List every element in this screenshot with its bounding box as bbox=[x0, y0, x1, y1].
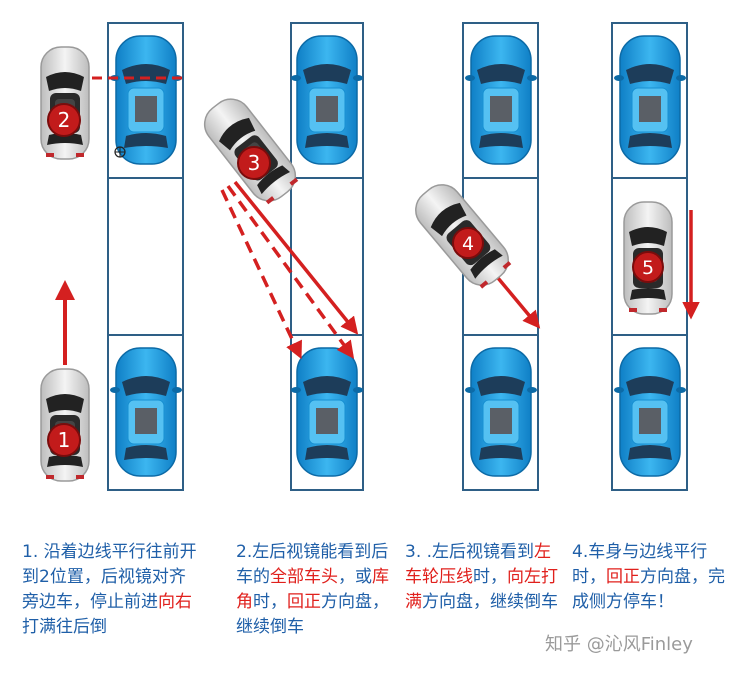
caption-highlight: 库角 bbox=[236, 567, 389, 612]
caption-highlight: 回正 bbox=[606, 567, 640, 587]
caption-step-4: 4.车身与边线平行时，回正方向盘，完成侧方停车！ bbox=[572, 540, 732, 615]
reverse-path-arrow bbox=[233, 180, 359, 335]
caption-text: 2.左后视镜能看到后车的 bbox=[236, 542, 389, 587]
marker-number: 1 bbox=[58, 428, 71, 452]
parked-car-front bbox=[464, 35, 538, 165]
step-marker-5: 5 bbox=[632, 251, 664, 283]
parking-column-1 bbox=[107, 22, 184, 491]
caption-text: 3. .左后视镜看到 bbox=[405, 542, 535, 562]
parked-car-rear bbox=[613, 347, 687, 477]
marker-number: 4 bbox=[462, 233, 474, 255]
sight-line-dashed bbox=[226, 184, 355, 359]
parked-car-rear bbox=[290, 347, 364, 477]
caption-highlight: 回正 bbox=[287, 592, 321, 612]
caption-step-2: 2.左后视镜能看到后车的全部车头，或库角时，回正方向盘，继续倒车 bbox=[236, 540, 396, 640]
parking-column-2 bbox=[290, 22, 364, 491]
marker-number: 2 bbox=[58, 108, 71, 132]
marker-number: 3 bbox=[248, 151, 261, 175]
caption-step-3: 3. .左后视镜看到左车轮压线时，向左打满方向盘，继续倒车 bbox=[405, 540, 565, 615]
caption-text: 打满往后倒 bbox=[22, 617, 107, 637]
parked-car-rear bbox=[109, 347, 183, 477]
caption-text: 4.车身与边线平行时， bbox=[572, 542, 708, 587]
caption-text: 方向盘，完成侧方停车！ bbox=[572, 567, 725, 612]
reverse-path-arrow bbox=[496, 276, 541, 329]
caption-highlight: 左车轮压线 bbox=[405, 542, 552, 587]
caption-highlight: 全部车头 bbox=[270, 567, 338, 587]
car-position-2 bbox=[40, 46, 90, 160]
caption-step-1: 1. 沿着边线平行往前开到2位置，后视镜对齐旁边车，停止前进向右打满往后倒 bbox=[22, 540, 197, 640]
caption-text: 时， bbox=[253, 592, 287, 612]
step-marker-4: 4 bbox=[452, 227, 484, 259]
step-marker-3: 3 bbox=[237, 146, 271, 180]
caption-text: 方向盘，继续倒车 bbox=[236, 592, 389, 637]
caption-text: 时， bbox=[473, 567, 507, 587]
caption-text: ，或 bbox=[338, 567, 372, 587]
parked-car-front bbox=[613, 35, 687, 165]
step-marker-1: 1 bbox=[47, 423, 81, 457]
parking-column-4 bbox=[611, 22, 688, 491]
step-marker-2: 2 bbox=[47, 103, 81, 137]
marker-number: 5 bbox=[642, 257, 654, 279]
cursor-icon bbox=[114, 146, 126, 158]
caption-highlight: 向右 bbox=[158, 592, 192, 612]
parked-car-front bbox=[109, 35, 183, 165]
caption-text: 方向盘，继续倒车 bbox=[422, 592, 558, 612]
sight-line-dashed bbox=[220, 189, 302, 360]
watermark: 知乎 @沁风Finley bbox=[545, 634, 693, 655]
caption-text: 1. 沿着边线平行往前开到2位置，后视镜对齐旁边车，停止前进 bbox=[22, 542, 197, 612]
diagram-canvas: 1 2 3 4 5 bbox=[40, 22, 700, 491]
parked-car-rear bbox=[464, 347, 538, 477]
parked-car-front bbox=[290, 35, 364, 165]
caption-highlight: 向左打满 bbox=[405, 567, 558, 612]
